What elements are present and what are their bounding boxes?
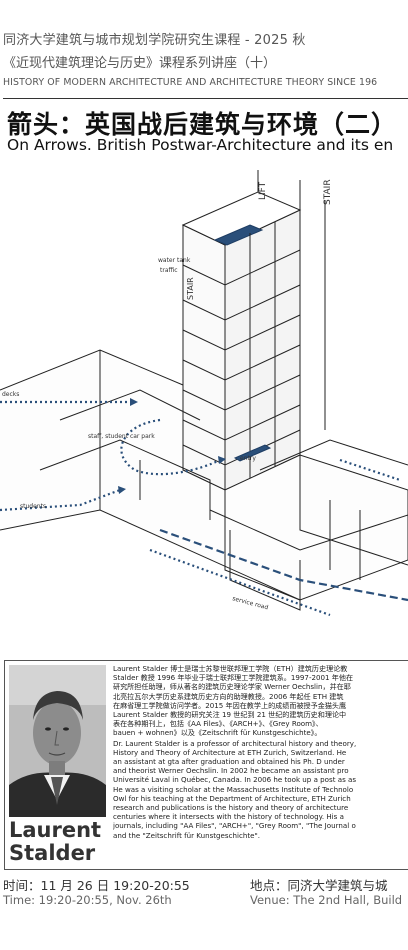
bio-zh: Laurent Stalder 博士是瑞士苏黎世联邦理工学院（ETH）建筑历史理… [113,664,408,738]
lecture-series-line: 《近现代建筑理论与历史》课程系列讲座（十） [3,56,277,71]
bio-en-line: an assistant at gta after graduation and… [113,757,345,767]
speaker-name-first: Laurent [9,818,102,842]
venue-en: Venue: The 2nd Hall, Build [250,893,403,907]
bio-en-line: journals, including "AA Files", "ARCH+",… [113,821,356,831]
bio-en-line: and the "Zeitschrift für Kunstgeschichte… [113,830,261,840]
bio-zh-line: 研究所担任助理，师从著名的建筑历史理论学家 Werner Oechslin，并在… [113,682,351,692]
bio-en-line: Université Laval in Québec, Canada. In 2… [113,775,357,785]
time-zh: 时间：11 月 26 日 19:20-20:55 [3,878,190,893]
lecture-title-zh: 箭头：英国战后建筑与环境（二） [7,110,398,139]
bio-en-line: centuries where it intersects with the h… [113,812,344,822]
event-info: 时间：11 月 26 日 19:20-20:55 Time: 19:20-20:… [0,873,408,913]
bio-zh-line: 北亮拉瓦尔大学历史系建筑历史方向的助理教授。2006 年起任 ETH 建筑 [113,691,344,701]
speaker-bio: Laurent Stalder 博士是瑞士苏黎世联邦理工学院（ETH）建筑历史理… [113,664,408,840]
car-park-label: staff, student car park [88,433,155,440]
speaker-portrait [9,665,106,817]
speaker-name-last: Stalder [9,841,96,865]
students-label: students [20,503,46,510]
stair-top-label: STAIR [323,179,333,205]
bio-zh-line: 在麻省理工学院做访问学者。2015 年因在教学上的成绩而被授予金猫头鹰 [113,700,347,710]
portrait-image [9,665,106,817]
stair-left-label: STAIR [186,277,195,300]
building-sketch: LIFT STAIR STAIR water tank traffic deck… [0,170,408,617]
header: 同济大学建筑与城市规划学院研究生课程 - 2025 秋 《近现代建筑理论与历史》… [0,0,408,96]
water-tank-label: water tank [158,257,191,264]
bio-zh-line: Laurent Stalder 博士是瑞士苏黎世联邦理工学院（ETH）建筑历史理… [113,664,348,673]
bio-en-line: and theorist Werner Oechslin. In 2002 he… [113,766,349,776]
venue-zh: 地点：同济大学建筑与城 [250,878,388,893]
bio-zh-line: 表在各种期刊上，包括《AA Files》、《ARCH+》、《Grey Room》… [113,719,323,729]
lecture-title-en: On Arrows. British Postwar-Architecture … [7,136,394,154]
speaker-name: Laurent Stalder [9,819,101,865]
bio-en-line: research and publications is the history… [113,803,349,813]
traffic-label: traffic [160,267,178,274]
english-course-line: HISTORY OF MODERN ARCHITECTURE AND ARCHI… [3,77,378,88]
title-area: 箭头：英国战后建筑与环境（二） On Arrows. British Postw… [0,96,408,162]
decks-label: decks [2,391,19,398]
time-en: Time: 19:20-20:55, Nov. 26th [3,893,172,907]
speaker-bio-box: Laurent Stalder Laurent Stalder 博士是瑞士苏黎世… [4,660,408,870]
bio-zh-line: Stalder 教授 1996 年毕业于瑞士联邦理工学院建筑系。1997-200… [113,673,354,683]
bio-en: Dr. Laurent Stalder is a professor of ar… [113,739,408,840]
bio-en-line: He was a visiting scholar at the Massach… [113,784,354,794]
entry-label: entry [240,455,256,462]
service-road-label: service road [231,595,269,611]
course-line: 同济大学建筑与城市规划学院研究生课程 - 2025 秋 [3,33,306,48]
bio-en-line: Owl for his teaching at the Department o… [113,793,351,803]
bio-zh-line: Laurent Stalder 教授的研究关注 19 世纪到 21 世纪的建筑历… [113,710,347,720]
bio-zh-line: bauen + wohnen》以及《Zeitschrift für Kunstg… [113,728,322,738]
bio-en-line: Dr. Laurent Stalder is a professor of ar… [113,738,357,748]
lift-label: LIFT [258,181,268,200]
title-box: 箭头：英国战后建筑与环境（二） On Arrows. British Postw… [3,98,408,161]
bio-en-line: History and Theory of Architecture at ET… [113,747,347,757]
axonometric-drawing: LIFT STAIR STAIR water tank traffic deck… [0,170,408,650]
